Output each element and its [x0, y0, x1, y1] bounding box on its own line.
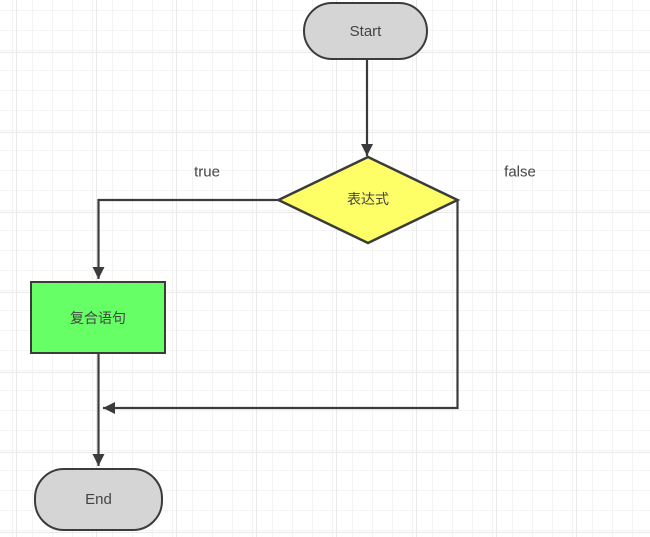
start-node-label: Start [349, 22, 382, 40]
end-node[interactable]: End [34, 468, 163, 531]
edge-false-to-junction[interactable] [103, 200, 459, 414]
true-edge-label: true [194, 163, 220, 181]
edge-true-to-process[interactable] [92, 198, 279, 279]
process-node-label: 复合语句 [70, 309, 126, 326]
process-node[interactable]: 复合语句 [30, 281, 166, 354]
start-node[interactable]: Start [303, 2, 428, 60]
end-node-label: End [85, 491, 112, 508]
false-edge-label: false [504, 163, 536, 181]
decision-diamond[interactable] [275, 155, 461, 245]
